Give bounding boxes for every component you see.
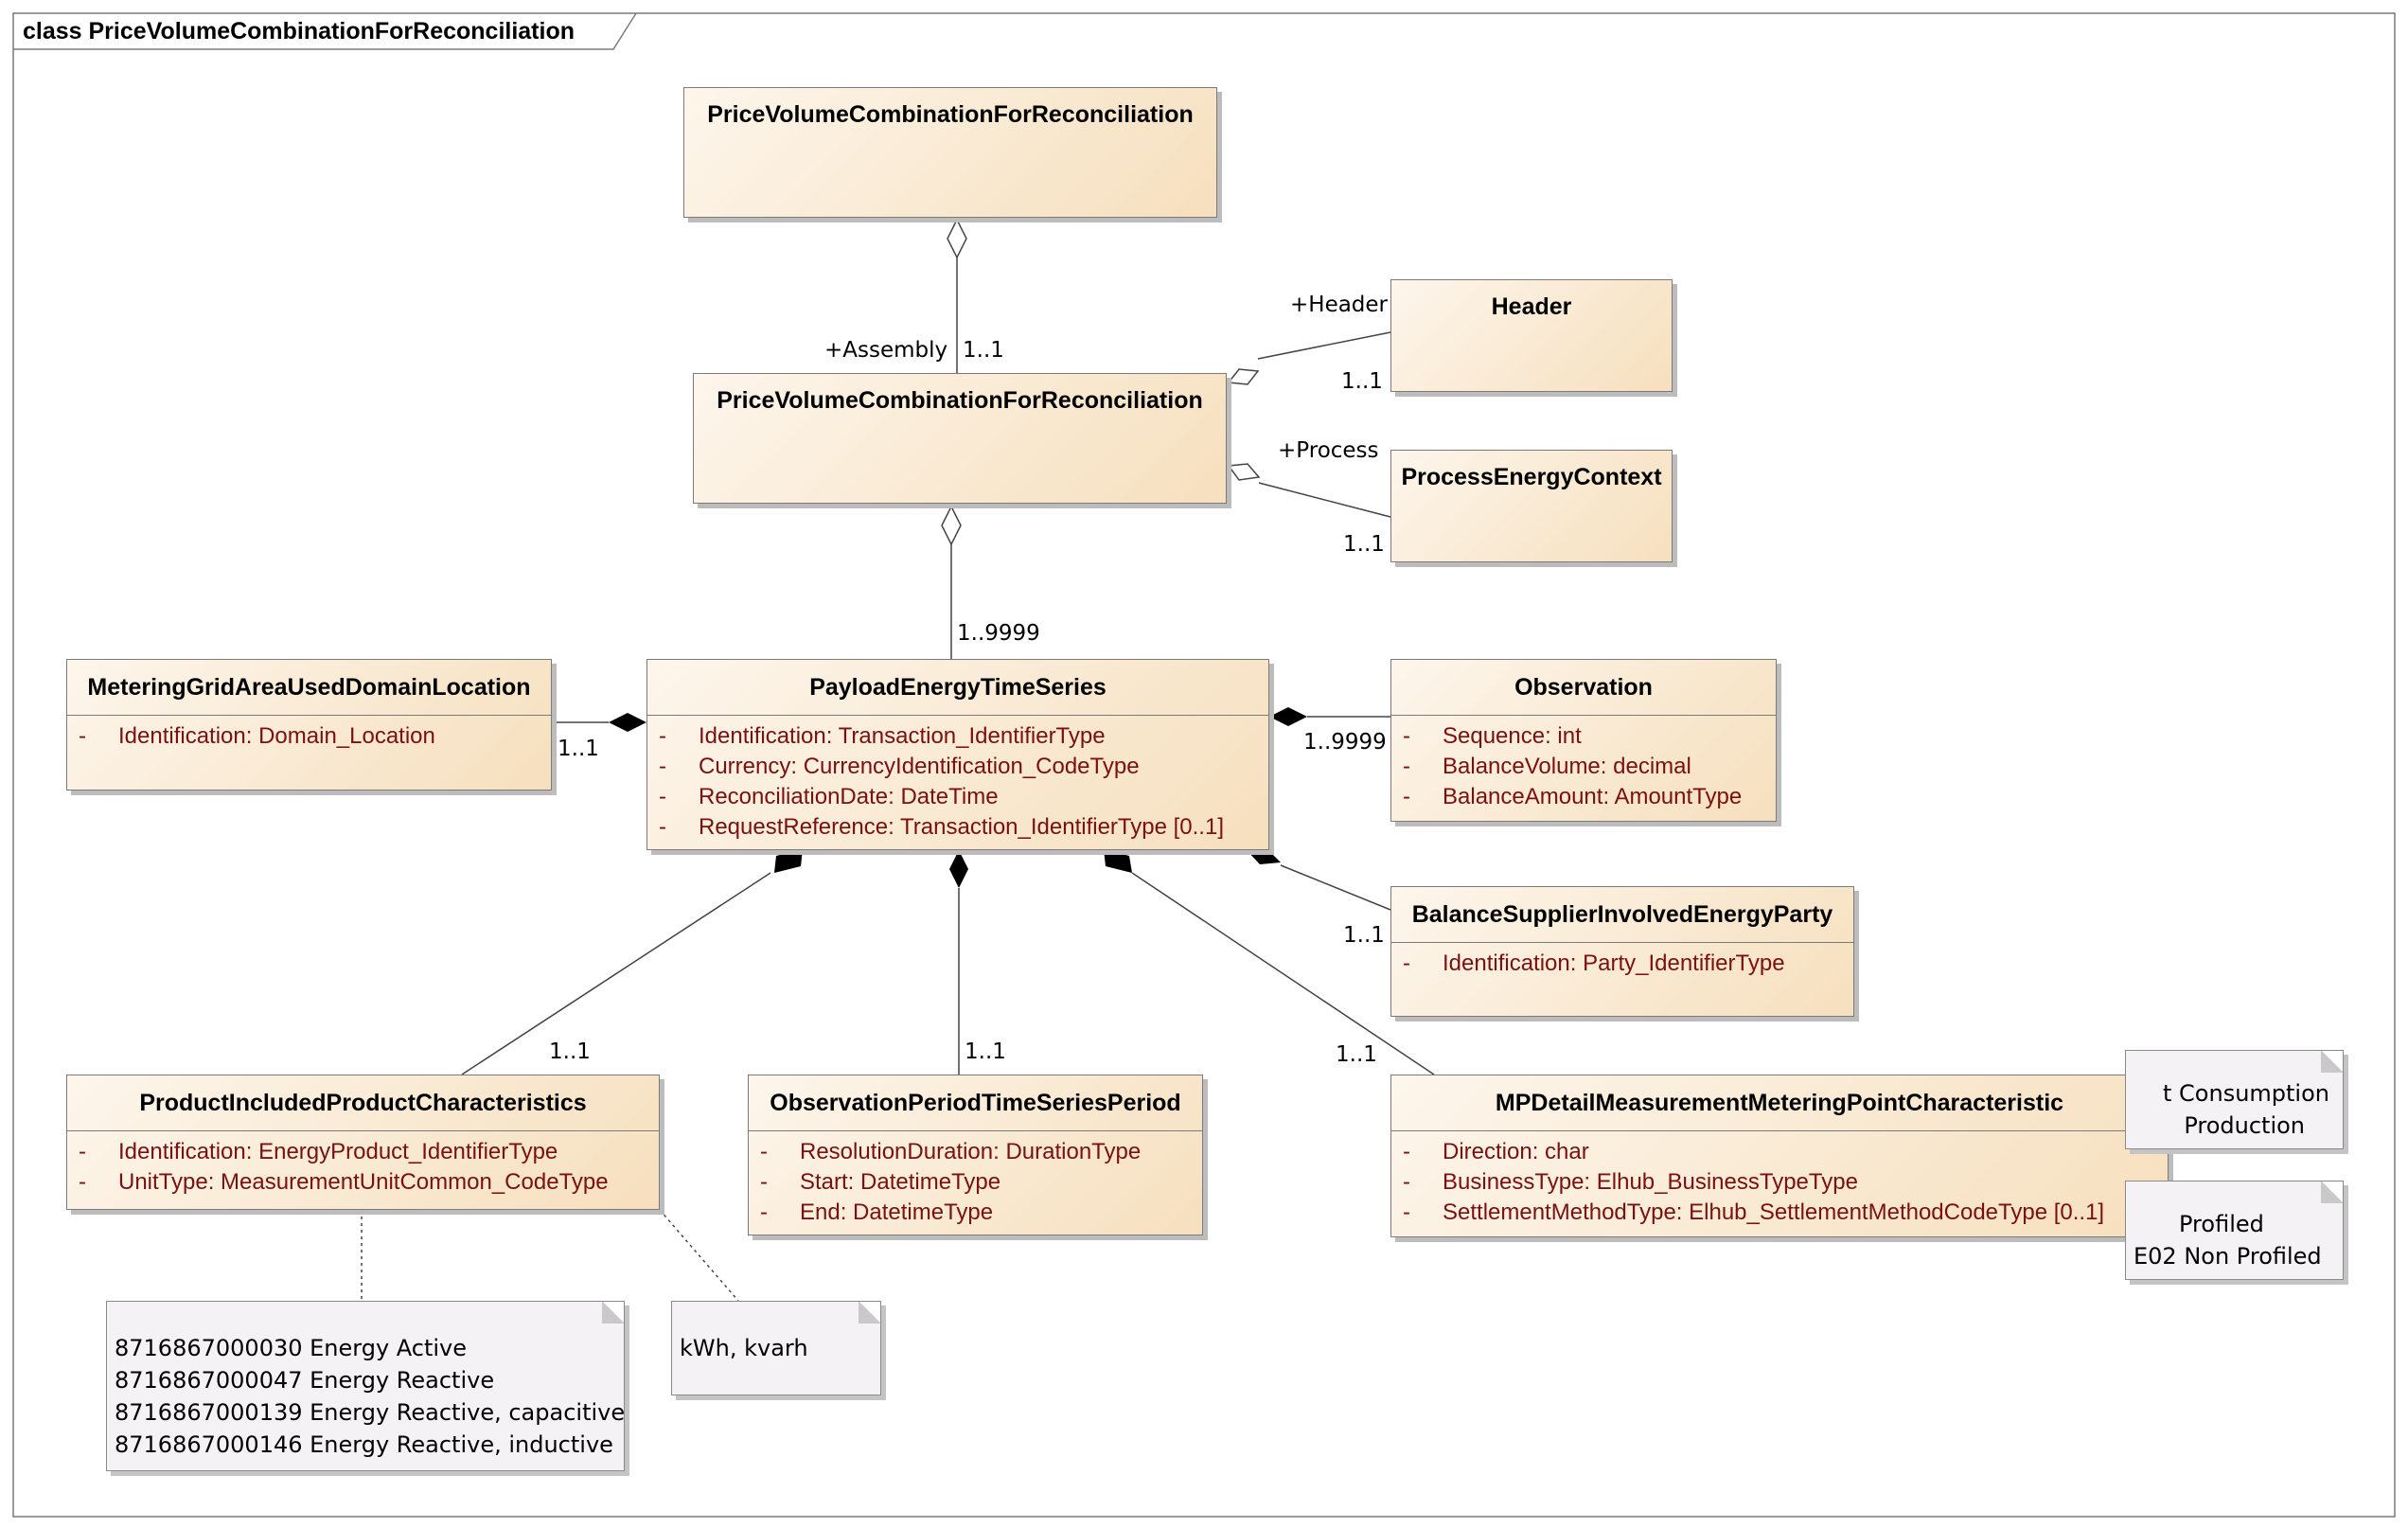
attribute-identification: -Identification: Transaction_IdentifierT…	[659, 723, 1106, 749]
header-association-line	[1257, 331, 1391, 360]
attribute-list: -Sequence: int -BalanceVolume: decimal -…	[1391, 716, 1776, 812]
attribute-request-reference: -RequestReference: Transaction_Identifie…	[659, 814, 1224, 840]
attribute-identification: -Identification: Party_IdentifierType	[1403, 951, 1785, 976]
class-observation[interactable]: Observation -Sequence: int -BalanceVolum…	[1390, 659, 1777, 822]
payload-aggregation-diamond	[941, 505, 962, 546]
class-name: ProcessEnergyContext	[1401, 464, 1662, 490]
diagram-frame	[12, 12, 2396, 1518]
class-name: MeteringGridAreaUsedDomainLocation	[67, 660, 551, 716]
note-line: Production	[2184, 1112, 2305, 1139]
balance-composition-line	[1280, 864, 1391, 911]
class-mp-detail-characteristic[interactable]: MPDetailMeasurementMeteringPointCharacte…	[1390, 1075, 2169, 1237]
assembly-multiplicity-label: 1..1	[963, 338, 1004, 363]
class-name: BalanceSupplierInvolvedEnergyParty	[1391, 887, 1853, 943]
attribute-list: -Identification: EnergyProduct_Identifie…	[67, 1131, 659, 1198]
product-composition-line	[461, 872, 771, 1075]
note-unit-types[interactable]: kWh, kvarh	[671, 1301, 881, 1395]
note-direction[interactable]: t Consumption Production	[2125, 1050, 2344, 1149]
note-line: 8716867000030 Energy Active	[115, 1335, 468, 1361]
note-line: t Consumption	[2163, 1080, 2329, 1107]
diagram-frame-title: class PriceVolumeCombinationForReconcili…	[23, 18, 575, 44]
period-composition-diamond	[949, 850, 968, 888]
assembly-aggregation-diamond	[947, 218, 967, 259]
class-metering-grid-area[interactable]: MeteringGridAreaUsedDomainLocation -Iden…	[66, 659, 552, 791]
class-root-price-volume[interactable]: PriceVolumeCombinationForReconciliation	[683, 87, 1217, 218]
attribute-reconciliation-date: -ReconciliationDate: DateTime	[659, 784, 999, 809]
class-name: Observation	[1391, 660, 1776, 716]
note-line: 8716867000146 Energy Reactive, inductive	[115, 1431, 613, 1458]
attribute-start: -Start: DatetimeType	[760, 1169, 1001, 1195]
attribute-end: -End: DatetimeType	[760, 1199, 994, 1225]
frame-title-tab	[13, 12, 637, 50]
unit-types-note-link	[659, 1209, 739, 1302]
class-name: PayloadEnergyTimeSeries	[647, 660, 1268, 716]
class-assembly-price-volume[interactable]: PriceVolumeCombinationForReconciliation	[693, 373, 1227, 504]
header-role-label: +Header	[1290, 293, 1389, 317]
note-line: 8716867000139 Energy Reactive, capacitiv…	[115, 1399, 625, 1426]
metering-multiplicity-label: 1..1	[558, 737, 599, 761]
process-association-line	[1258, 482, 1391, 518]
class-name: PriceVolumeCombinationForReconciliation	[707, 101, 1194, 128]
class-payload-energy-time-series[interactable]: PayloadEnergyTimeSeries -Identification:…	[646, 659, 1269, 850]
mp-composition-diamond	[1104, 849, 1132, 873]
metering-composition-diamond	[609, 713, 646, 732]
payload-multiplicity-label: 1..9999	[957, 621, 1040, 646]
attribute-currency: -Currency: CurrencyIdentification_CodeTy…	[659, 754, 1140, 779]
product-multiplicity-label: 1..1	[549, 1039, 591, 1064]
attribute-identification: -Identification: EnergyProduct_Identifie…	[79, 1139, 558, 1164]
class-process-energy-context[interactable]: ProcessEnergyContext	[1390, 450, 1673, 562]
class-observation-period[interactable]: ObservationPeriodTimeSeriesPeriod -Resol…	[748, 1075, 1203, 1235]
assembly-role-label: +Assembly	[824, 338, 948, 363]
header-multiplicity-label: 1..1	[1341, 369, 1383, 394]
attribute-sequence: -Sequence: int	[1403, 723, 1582, 749]
attribute-unit-type: -UnitType: MeasurementUnitCommon_CodeTyp…	[79, 1169, 609, 1195]
attribute-identification: -Identification: Domain_Location	[79, 723, 435, 749]
note-line: 8716867000047 Energy Reactive	[115, 1367, 495, 1394]
observation-multiplicity-label: 1..9999	[1303, 730, 1387, 755]
class-name: PriceVolumeCombinationForReconciliation	[717, 387, 1203, 414]
attribute-settlement-method-type: -SettlementMethodType: Elhub_SettlementM…	[1403, 1199, 2105, 1225]
period-multiplicity-label: 1..1	[965, 1039, 1006, 1064]
attribute-balance-amount: -BalanceAmount: AmountType	[1403, 784, 1743, 809]
product-composition-diamond	[774, 849, 803, 873]
attribute-business-type: -BusinessType: Elhub_BusinessTypeType	[1403, 1169, 1858, 1195]
mp-composition-line	[1131, 872, 1435, 1075]
balance-multiplicity-label: 1..1	[1343, 923, 1385, 948]
class-name: MPDetailMeasurementMeteringPointCharacte…	[1391, 1075, 2168, 1131]
process-role-label: +Process	[1278, 438, 1379, 463]
header-aggregation-diamond	[1227, 368, 1260, 385]
attribute-balance-volume: -BalanceVolume: decimal	[1403, 754, 1691, 779]
class-name: ObservationPeriodTimeSeriesPeriod	[749, 1075, 1202, 1131]
note-line: kWh, kvarh	[680, 1335, 808, 1361]
process-multiplicity-label: 1..1	[1343, 532, 1385, 557]
attribute-list: -ResolutionDuration: DurationType -Start…	[749, 1131, 1202, 1228]
class-header[interactable]: Header	[1390, 279, 1673, 392]
class-name: ProductIncludedProductCharacteristics	[67, 1075, 659, 1131]
attribute-resolution-duration: -ResolutionDuration: DurationType	[760, 1139, 1142, 1164]
note-settlement[interactable]: Profiled E02 Non Profiled	[2125, 1181, 2344, 1280]
class-product-characteristics[interactable]: ProductIncludedProductCharacteristics -I…	[66, 1075, 660, 1210]
class-balance-supplier-party[interactable]: BalanceSupplierInvolvedEnergyParty -Iden…	[1390, 886, 1854, 1017]
mp-multiplicity-label: 1..1	[1336, 1042, 1377, 1067]
attribute-direction: -Direction: char	[1403, 1139, 1589, 1164]
balance-composition-diamond	[1246, 847, 1281, 864]
note-product-codes[interactable]: 8716867000030 Energy Active 871686700004…	[106, 1301, 625, 1471]
class-name: Header	[1491, 293, 1572, 320]
note-line: Profiled	[2179, 1211, 2264, 1237]
note-line: E02 Non Profiled	[2134, 1243, 2322, 1270]
observation-composition-diamond	[1269, 707, 1307, 726]
attribute-list: -Identification: Domain_Location	[67, 716, 551, 752]
attribute-list: -Direction: char -BusinessType: Elhub_Bu…	[1391, 1131, 2168, 1228]
process-aggregation-diamond	[1227, 463, 1261, 481]
attribute-list: -Identification: Transaction_IdentifierT…	[647, 716, 1268, 843]
attribute-list: -Identification: Party_IdentifierType	[1391, 943, 1853, 979]
